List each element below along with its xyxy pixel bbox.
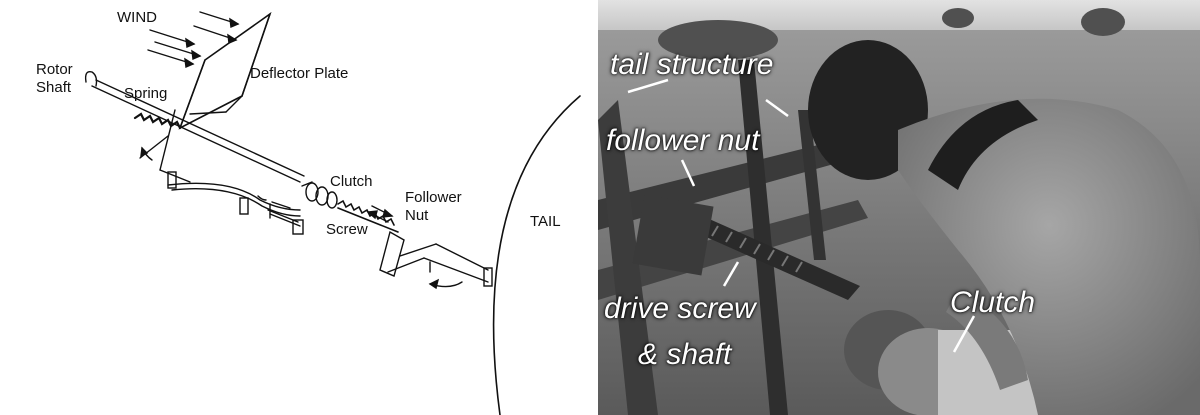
drive-screw-label-line2: & shaft bbox=[638, 338, 732, 371]
mechanism-sketch bbox=[84, 11, 581, 415]
clutch-photo-label: Clutch bbox=[950, 286, 1036, 319]
deflector-plate-shape bbox=[178, 11, 272, 130]
clutch-label: Clutch bbox=[330, 173, 373, 190]
follower-nut-label-line1: Follower bbox=[405, 189, 462, 206]
tail-structure-label: tail structure bbox=[610, 48, 774, 81]
deflector-plate-label: Deflector Plate bbox=[250, 65, 349, 82]
tail-linkage bbox=[269, 201, 493, 290]
wind-label: WIND bbox=[117, 9, 157, 26]
spring-label: Spring bbox=[124, 85, 168, 102]
follower-nut-photo-label: follower nut bbox=[606, 124, 760, 157]
mechanism-photo: tail structure follower nut drive screw … bbox=[598, 0, 1200, 415]
photo-pointer-lines bbox=[627, 78, 976, 353]
drive-screw-label-line1: drive screw bbox=[604, 292, 756, 325]
rotor-shaft-label-line1: Rotor bbox=[36, 61, 73, 78]
rotor-shaft-label-line2: Shaft bbox=[36, 79, 72, 96]
photo-scene bbox=[598, 0, 1200, 415]
rotor-shaft-shape bbox=[84, 71, 305, 183]
wind-arrows bbox=[147, 11, 240, 69]
pivot-arrows bbox=[140, 146, 267, 201]
clutch-shape bbox=[301, 181, 338, 209]
linkage-frame bbox=[139, 109, 304, 235]
photo-person bbox=[808, 40, 1200, 415]
spring-shape bbox=[133, 112, 182, 130]
follower-nut-label-line2: Nut bbox=[405, 207, 429, 224]
tail-label: TAIL bbox=[530, 213, 561, 230]
photo-drive-screw bbox=[632, 194, 860, 300]
mechanism-drawing: WIND Rotor Shaft Spring Deflector Plate … bbox=[0, 0, 598, 415]
follower-arrows bbox=[366, 205, 394, 223]
photo-trees bbox=[658, 8, 1125, 60]
tail-outline bbox=[492, 95, 581, 415]
screw-label: Screw bbox=[326, 221, 368, 238]
